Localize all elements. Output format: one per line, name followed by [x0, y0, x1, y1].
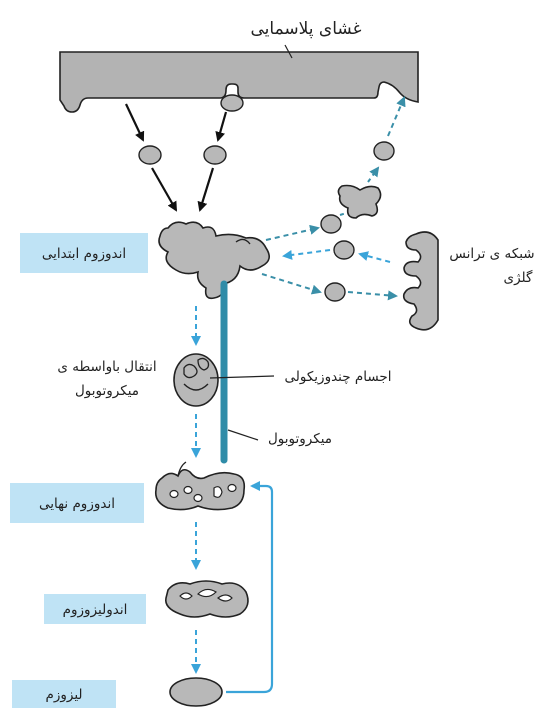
transport-label-1: انتقال باواسطه ی: [57, 359, 156, 375]
golgi-vesicle: [324, 282, 346, 302]
endocytosis-arrow: [125, 103, 145, 142]
late-endosome-shape: [154, 468, 246, 511]
early-endosome-label-box: [20, 233, 148, 273]
lysosome-label: لیزوزم: [45, 687, 82, 703]
late-endosome-tubule: [177, 461, 187, 477]
internal-vesicle: [227, 483, 237, 493]
early-endosome-label: اندوزوم ابتدایی: [42, 246, 126, 262]
internal-vesicle: [183, 363, 198, 379]
trans-golgi-label-2: گلژی: [504, 269, 533, 286]
endosome-to-golgi-arrow: [347, 290, 398, 301]
microtubule-pointer: [227, 429, 259, 441]
budding-vesicle: [220, 94, 244, 112]
internal-vesicle: [183, 485, 193, 495]
lysosome-to-late-endosome-arrow: [226, 481, 274, 694]
trans-golgi-network: [402, 231, 439, 331]
internal-vesicle: [197, 588, 217, 598]
endocytic-vesicle: [138, 145, 162, 165]
recycling-endosome: [337, 184, 382, 219]
internal-vesicle: [169, 489, 179, 499]
multivesicular-body: [173, 353, 219, 407]
lysosome-shape: [169, 677, 223, 707]
early-endosome-tubule: [235, 238, 251, 245]
internal-vesicle: [213, 486, 223, 498]
recycling-vesicle: [373, 141, 395, 161]
golgi-vesicle: [333, 240, 355, 260]
internal-vesicle: [216, 594, 233, 602]
transport-label-2: میکروتوبول: [75, 383, 139, 399]
golgi-to-endosome-arrow: [282, 249, 331, 260]
membrane-label: غشای پلاسمایی: [251, 19, 362, 39]
endolysosome-shape: [164, 580, 249, 618]
recycling-arrow: [387, 96, 406, 137]
lysosome-label-box: [12, 680, 116, 708]
late-endosome-label-box: [10, 483, 144, 523]
trans-golgi-label-1: شبکه ی ترانس: [449, 246, 534, 262]
late-endosome-label: اندوزوم نهایی: [39, 496, 115, 512]
membrane-pointer: [284, 44, 293, 59]
recycling-arrow: [367, 166, 380, 183]
endolysosome-label: اندولیزوزوم: [63, 602, 128, 618]
microtubule-label: میکروتوبول: [268, 431, 332, 447]
internal-vesicle: [179, 592, 193, 600]
vesicle-to-endosome-arrow: [197, 167, 215, 212]
internal-vesicle: [193, 493, 203, 503]
plasma-membrane: [59, 51, 419, 113]
internal-vesicle: [183, 383, 209, 391]
early-endosome-shape: [158, 221, 270, 300]
endocytosis-arrow: [215, 111, 228, 142]
golgi-to-endosome-arrow: [358, 251, 391, 263]
vesicle-to-endosome-arrow: [151, 167, 177, 212]
recycling-vesicle: [320, 214, 342, 234]
endocytic-vesicle: [203, 145, 227, 165]
recycling-arrow: [265, 224, 320, 241]
endosome-to-golgi-arrow: [261, 273, 322, 295]
internal-vesicle: [197, 357, 210, 371]
mvb-pointer: [209, 375, 275, 379]
endolysosome-label-box: [44, 594, 146, 624]
multivesicular-bodies-label: اجسام چندوزیکولی: [285, 369, 392, 385]
